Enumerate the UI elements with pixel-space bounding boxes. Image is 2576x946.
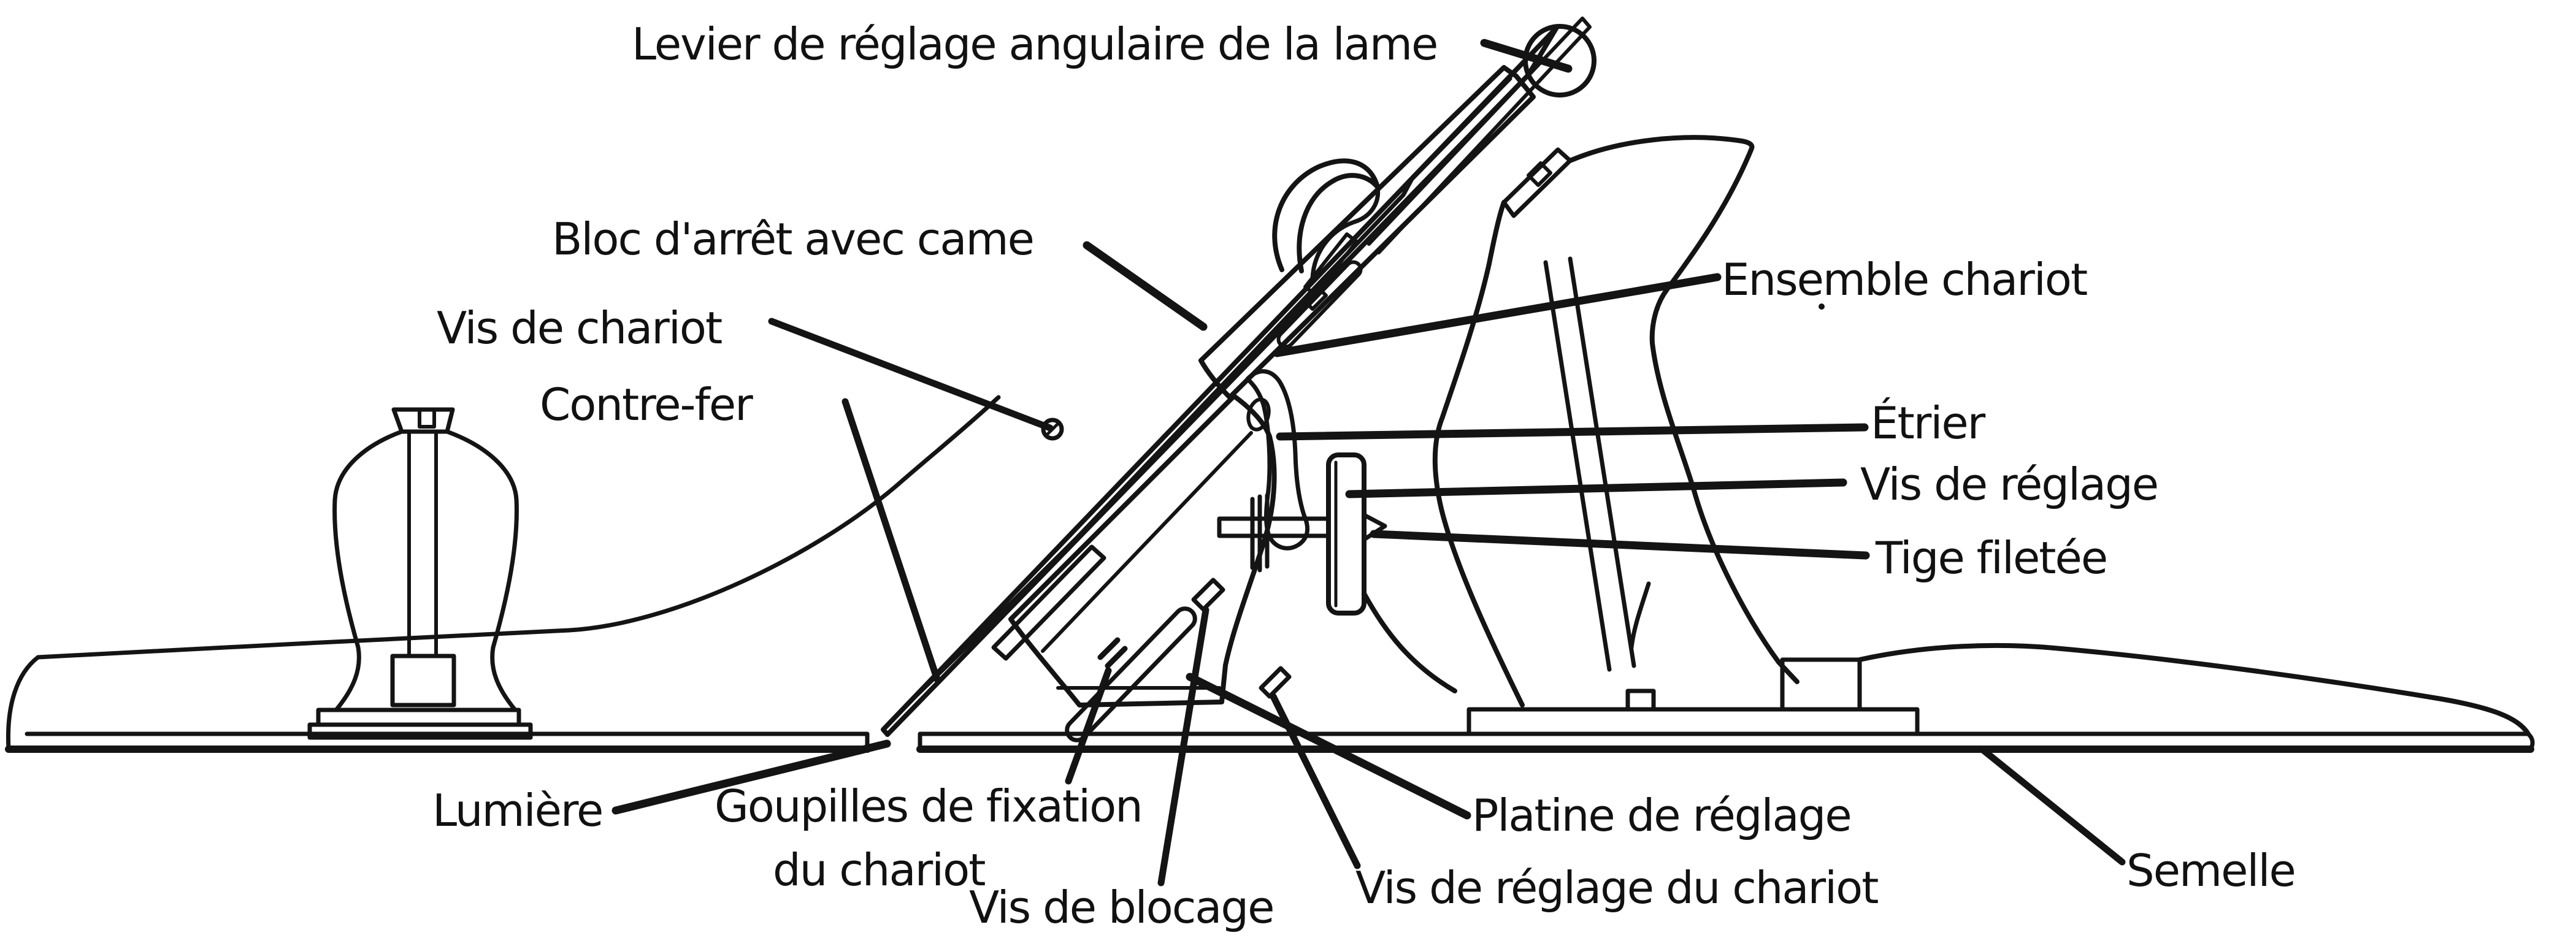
label-vis-de-reglage-chariot: Vis de réglage du chariot [1355, 862, 1879, 914]
leader-contre-fer [841, 398, 941, 683]
label-goupilles-line2: du chariot [773, 844, 986, 896]
blade-drawing [881, 25, 1559, 737]
leader-semelle [1980, 747, 2126, 866]
leader-platine [1186, 673, 1471, 820]
label-tige-filetee: Tige filetée [1876, 532, 2108, 584]
carriage-plate-drawing [991, 544, 1292, 742]
leader-lines [611, 39, 2126, 887]
leader-vis-chariot [768, 318, 1054, 432]
front-knob-drawing [307, 407, 533, 740]
leader-bloc [1083, 241, 1208, 331]
label-vis-de-reglage: Vis de réglage [1860, 459, 2159, 510]
label-ensemble-chariot: Ensemble chariot [1722, 254, 2088, 305]
label-lumiere: Lumière [432, 785, 604, 836]
label-bloc-darret: Bloc d'arrêt avec came [552, 213, 1035, 265]
label-etrier: Étrier [1871, 397, 1985, 449]
label-goupilles-line1: Goupilles de fixation [715, 780, 1143, 832]
leader-ensemble [1273, 273, 1722, 357]
label-contre-fer: Contre-fer [540, 379, 753, 430]
leader-vis-blocage [1157, 606, 1209, 887]
body-toe-drawing [6, 395, 1001, 752]
label-vis-de-chariot: Vis de chariot [437, 302, 723, 354]
lever-cap-drawing [1198, 65, 1536, 400]
label-goupilles: Goupilles de fixation du chariot [715, 774, 1143, 902]
leader-goupilles [1065, 667, 1112, 785]
label-platine-de-reglage: Platine de réglage [1472, 790, 1852, 841]
leader-tige [1370, 530, 1870, 560]
leader-vis-reglage [1345, 478, 1847, 498]
yoke-drawing [1245, 369, 1310, 573]
rear-body-drawing [1466, 303, 2531, 736]
leader-levier [1480, 39, 1573, 73]
handle-drawing [1432, 135, 1800, 708]
label-vis-de-blocage: Vis de blocage [969, 882, 1275, 933]
label-levier: Levier de réglage angulaire de la lame [632, 18, 1438, 70]
leader-etrier [1276, 423, 1869, 441]
label-semelle: Semelle [2126, 845, 2296, 896]
adjuster-drawing [1217, 452, 1387, 616]
leader-lumiere [611, 739, 891, 815]
